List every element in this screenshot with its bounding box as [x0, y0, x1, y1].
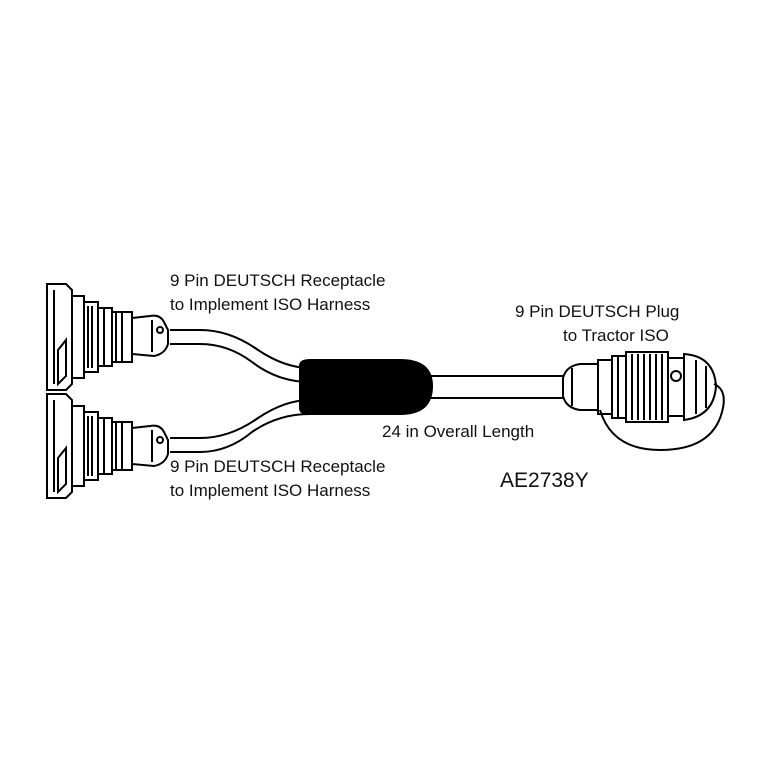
bottom-branch-cable: [170, 399, 311, 453]
tractor-plug-connector: [562, 351, 718, 423]
bottom-receptacle-connector: [46, 393, 169, 499]
top-receptacle-connector: [46, 283, 169, 391]
overall-length-label: 24 in Overall Length: [382, 422, 534, 441]
top-receptacle-label-line1: 9 Pin DEUTSCH Receptacle: [170, 271, 385, 290]
top-receptacle-label-line2: to Implement ISO Harness: [170, 295, 370, 314]
plug-label-line1: 9 Pin DEUTSCH Plug: [515, 302, 679, 321]
bottom-receptacle-label-line1: 9 Pin DEUTSCH Receptacle: [170, 457, 385, 476]
cable-splice-boot: [299, 359, 434, 415]
main-trunk-cable: [419, 375, 566, 399]
top-branch-cable: [170, 329, 311, 383]
bottom-receptacle-label-line2: to Implement ISO Harness: [170, 481, 370, 500]
plug-label-line2: to Tractor ISO: [563, 326, 669, 345]
dust-cap-tether: [599, 383, 725, 452]
part-number-label: AE2738Y: [500, 469, 589, 492]
